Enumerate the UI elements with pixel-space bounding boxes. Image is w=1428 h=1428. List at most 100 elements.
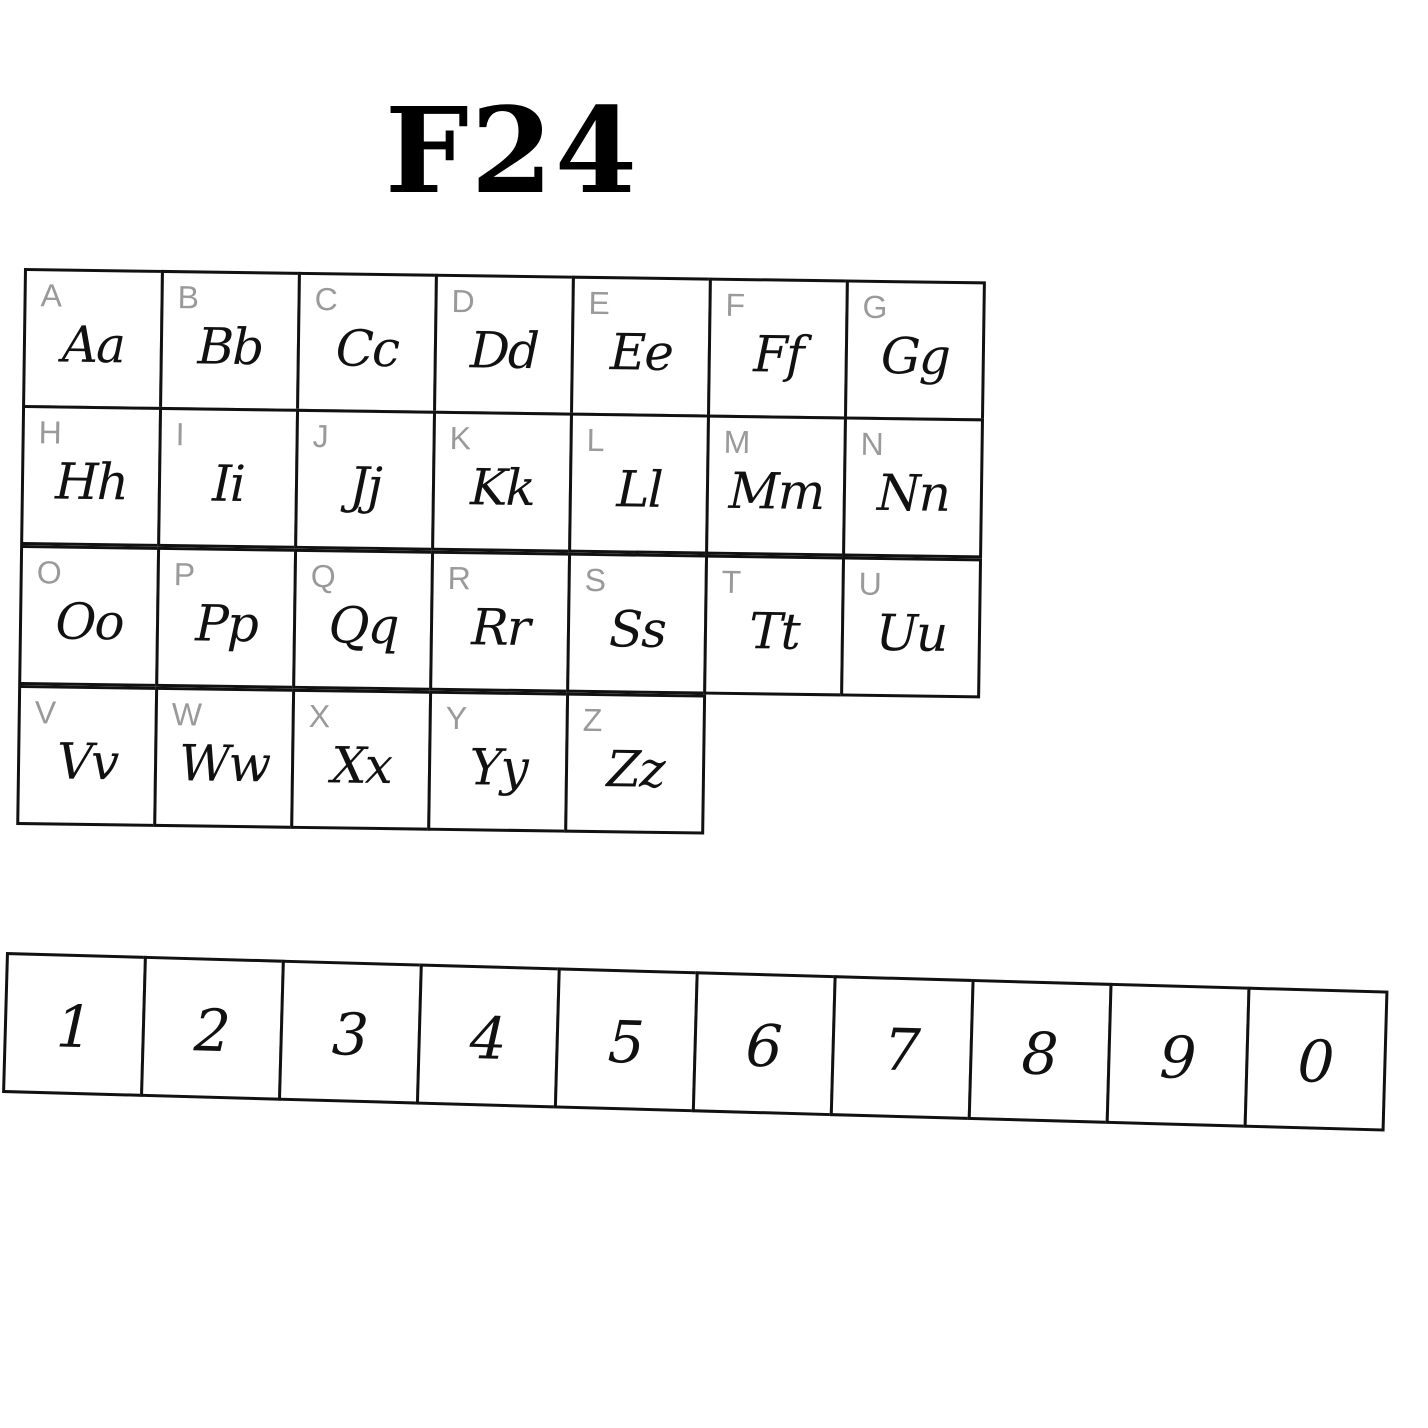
script-digit: 7 xyxy=(882,1015,922,1085)
digit-cell-3[interactable]: 3 xyxy=(277,959,423,1105)
letter-index: X xyxy=(308,698,331,735)
script-glyph: Rr xyxy=(470,598,530,658)
script-glyph: Hh xyxy=(54,452,128,512)
digit-cell-7[interactable]: 7 xyxy=(829,975,975,1121)
script-glyph: Ff xyxy=(752,325,803,384)
script-glyph: Uu xyxy=(875,603,947,663)
script-glyph: Oo xyxy=(55,592,124,652)
letter-index: O xyxy=(36,554,62,591)
letter-index: N xyxy=(860,425,884,463)
letter-index: W xyxy=(171,696,203,733)
letter-index: V xyxy=(34,694,57,731)
script-glyph: Ss xyxy=(608,600,666,659)
letter-index: S xyxy=(584,561,607,599)
letter-index: A xyxy=(40,277,63,314)
script-glyph: Aa xyxy=(61,315,125,375)
letter-index: B xyxy=(177,279,200,316)
digit-cell-2[interactable]: 2 xyxy=(140,955,285,1101)
script-digit: 6 xyxy=(744,1011,784,1081)
script-glyph: Bb xyxy=(197,317,263,377)
script-glyph: Cc xyxy=(335,319,399,379)
script-glyph: Jj xyxy=(348,456,382,515)
letter-cell-l[interactable]: L Ll xyxy=(568,412,711,555)
digit-cell-9[interactable]: 9 xyxy=(1105,982,1251,1128)
letter-index: J xyxy=(312,418,329,455)
script-digit: 4 xyxy=(468,1003,508,1074)
letter-cell-j[interactable]: J Jj xyxy=(294,408,437,551)
script-digit: 5 xyxy=(606,1007,646,1077)
script-glyph: Vv xyxy=(56,732,118,792)
script-digit: 2 xyxy=(192,996,232,1066)
script-glyph: Mm xyxy=(728,461,824,522)
letter-index: H xyxy=(38,414,63,451)
letter-index: R xyxy=(447,559,472,597)
letter-index: C xyxy=(314,281,338,318)
script-digit: 1 xyxy=(55,992,94,1062)
letter-index: E xyxy=(588,284,611,322)
digit-cell-6[interactable]: 6 xyxy=(691,971,837,1117)
letter-index: D xyxy=(451,282,475,320)
script-digit: 9 xyxy=(1158,1023,1198,1093)
digits-row: 1 2 3 4 5 6 7 8 9 0 xyxy=(2,952,1389,1132)
script-glyph: Qq xyxy=(328,596,398,656)
script-digit: 8 xyxy=(1020,1019,1060,1089)
script-glyph: Zz xyxy=(606,740,665,799)
digit-cell-8[interactable]: 8 xyxy=(967,978,1113,1124)
letter-index: Y xyxy=(445,699,468,737)
script-glyph: Ww xyxy=(178,734,270,794)
letter-index: Z xyxy=(582,701,603,739)
letter-index: K xyxy=(449,419,472,457)
digit-cell-5[interactable]: 5 xyxy=(553,967,699,1113)
letter-index: L xyxy=(586,421,605,459)
digit-cell-0[interactable]: 0 xyxy=(1243,986,1389,1132)
script-glyph: Xx xyxy=(330,736,392,796)
page-title: F24 xyxy=(385,81,639,220)
script-glyph: Tt xyxy=(748,602,800,661)
script-glyph: Pp xyxy=(194,594,258,654)
letter-index: F xyxy=(725,286,746,324)
script-digit: 0 xyxy=(1296,1027,1336,1097)
digit-cell-4[interactable]: 4 xyxy=(415,963,561,1109)
letter-index: M xyxy=(723,423,751,461)
script-glyph: Ee xyxy=(609,323,673,383)
letter-index: U xyxy=(858,565,883,603)
script-glyph: Dd xyxy=(469,321,539,381)
script-digit: 3 xyxy=(330,1000,370,1070)
digit-cell-1[interactable]: 1 xyxy=(2,952,147,1097)
script-glyph: Ii xyxy=(211,454,245,514)
script-glyph: Gg xyxy=(880,326,950,386)
script-glyph: Yy xyxy=(469,738,528,798)
script-glyph: Ll xyxy=(615,460,662,519)
letter-index: G xyxy=(862,288,888,326)
letter-index: P xyxy=(173,556,196,593)
letter-index: T xyxy=(721,563,742,601)
